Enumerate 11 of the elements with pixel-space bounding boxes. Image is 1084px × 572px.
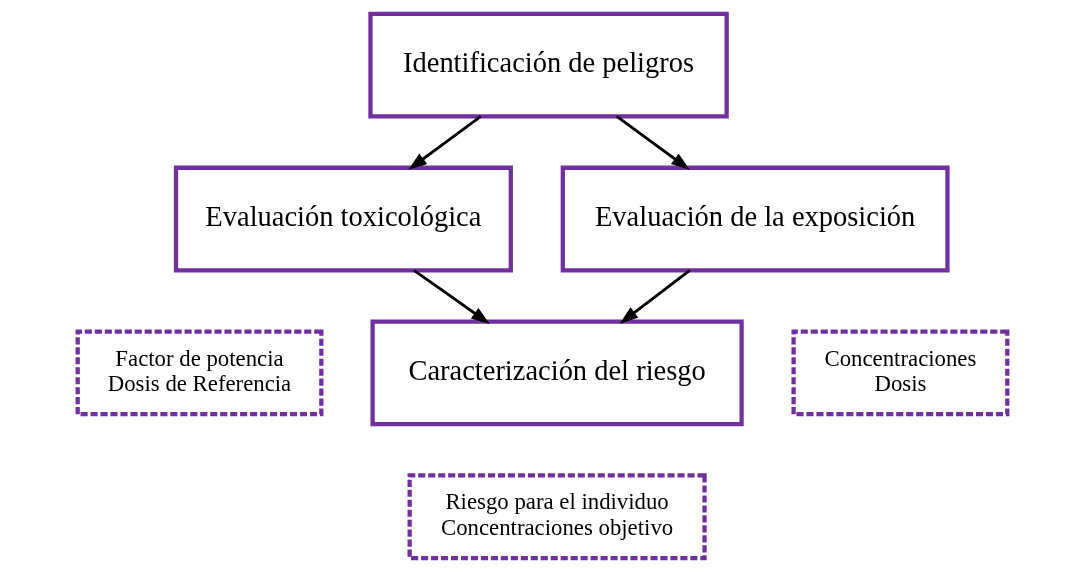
node-box: Evaluación de la exposición: [560, 165, 950, 273]
arrow: [407, 115, 482, 170]
node-box: Evaluación toxicológica: [173, 165, 513, 273]
arrow: [412, 269, 490, 324]
arrow: [615, 115, 690, 170]
node-box: Caracterización del riesgo: [369, 319, 744, 427]
node-box: Factor de potencia Dosis de Referencia: [75, 329, 323, 417]
node-box: Identificación de peligros: [367, 11, 729, 119]
node-box: Concentraciones Dosis: [790, 329, 1009, 417]
arrow: [619, 269, 691, 324]
node-box: Riesgo para el individuo Concentraciones objetivo: [407, 473, 707, 561]
